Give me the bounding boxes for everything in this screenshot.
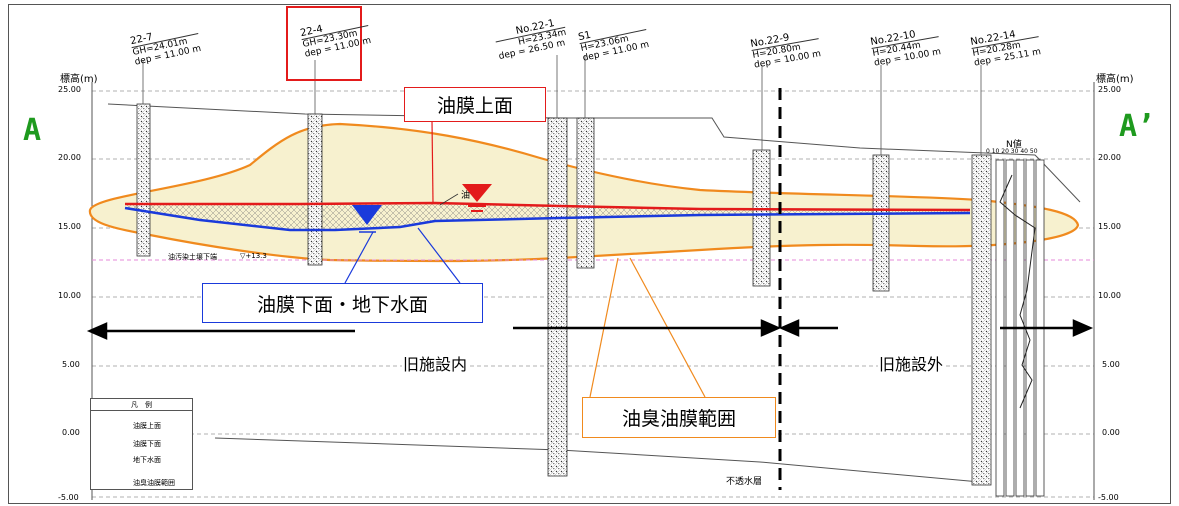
legend-odor: 油臭油膜範囲 — [133, 479, 175, 487]
ground-surface — [107, 103, 1081, 203]
oil-marker-icon — [462, 184, 492, 202]
tick-label: 5.00 — [62, 360, 80, 369]
tick-label: 15.00 — [58, 222, 81, 231]
groundwater-marker-icon — [352, 205, 382, 225]
section-label-a-prime: A’ — [1119, 109, 1156, 144]
oil-top-line — [125, 201, 971, 212]
tick-label: 25.00 — [1098, 85, 1121, 94]
impermeable-layer-line — [214, 437, 981, 483]
groundwater-line — [124, 206, 971, 232]
section-frame — [8, 4, 1171, 504]
tick-label: -5.00 — [1098, 493, 1119, 502]
callout-oil-top: 油膜上面 — [404, 87, 546, 122]
zone-inside-label: 旧施設内 — [402, 351, 469, 375]
callout-oil-bottom: 油膜下面・地下水面 — [202, 283, 483, 323]
impermeable-layer-label: 不透水層 — [726, 477, 763, 487]
zone-arrows — [86, 319, 1094, 340]
highlight-box-22-4 — [286, 6, 362, 81]
n-value-scale: 0 10 20 30 40 50 — [986, 148, 1038, 155]
borehole-leaders — [142, 55, 982, 155]
axis-title-right: 標高(m) — [1096, 74, 1134, 85]
n-value-line — [999, 174, 1036, 409]
tick-label: 20.00 — [1098, 153, 1121, 162]
tick-label: 5.00 — [1102, 360, 1120, 369]
n-value-label: N値 — [1006, 140, 1022, 150]
tick-label: 25.00 — [58, 85, 81, 94]
callout-odor-range: 油臭油膜範囲 — [582, 397, 776, 438]
tick-label: -5.00 — [58, 493, 79, 502]
legend: 凡 例 油膜上面 油膜下面 地下水面 油臭油膜範囲 — [90, 398, 193, 490]
tick-label: 20.00 — [58, 153, 81, 162]
axis-title-left: 標高(m) — [60, 74, 98, 85]
legend-oil-bottom: 油膜下面 — [133, 440, 161, 448]
oil-small-label: 油 — [461, 191, 471, 201]
tick-label: 10.00 — [58, 291, 81, 300]
tick-label: 0.00 — [62, 428, 80, 437]
zone-outside-label: 旧施設外 — [878, 351, 945, 375]
legend-title: 凡 例 — [91, 400, 192, 411]
tick-label: 15.00 — [1098, 222, 1121, 231]
legend-groundwater: 地下水面 — [133, 456, 161, 464]
pollution-base-label: 油汚染土壌下端 — [168, 253, 217, 261]
tick-label: 0.00 — [1102, 428, 1120, 437]
section-label-a: A — [23, 113, 42, 148]
pollution-level-label: ▽+13.3 — [240, 252, 267, 260]
legend-oil-top: 油膜上面 — [133, 422, 161, 430]
tick-label: 10.00 — [1098, 291, 1121, 300]
